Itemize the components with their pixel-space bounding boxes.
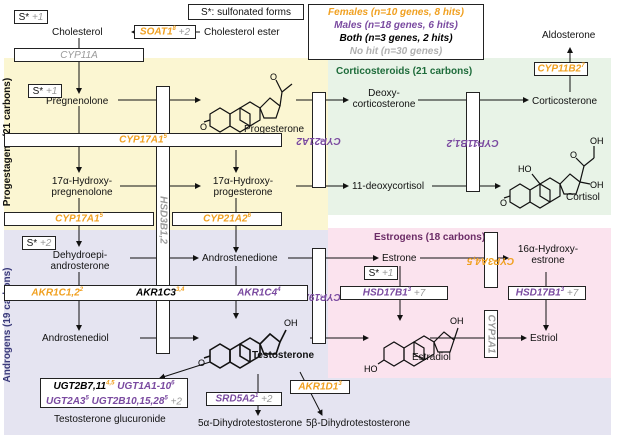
cholesterol: Cholesterol [52, 27, 103, 38]
sulf-box-pregnenolone: S* +1 [28, 84, 62, 98]
estrogens-label: Estrogens (18 carbons) [374, 232, 486, 243]
svg-text:O: O [570, 150, 577, 160]
svg-text:O: O [500, 198, 507, 208]
legend-nohit: No hit (n=30 genes) [349, 46, 443, 57]
soat1-box: SOAT18 +2 [134, 25, 196, 39]
testosterone-glucuronide: Testosterone glucuronide [54, 414, 166, 425]
ugt-box: UGT2B7,114,5 UGT1A1-106 UGT2A35 UGT2B10,… [40, 378, 188, 408]
svg-text:HO: HO [518, 164, 532, 174]
deoxycorticosterone: Deoxy-corticosterone [352, 88, 416, 110]
corticosteroids-label: Corticosteroids (21 carbons) [336, 66, 473, 77]
legend-both: Both (n=3 genes, 2 hits) [339, 33, 453, 44]
akr1c3-label: AKR1C33,4 [135, 287, 185, 299]
hsd17b1-box-a: HSD17B13 +7 [340, 286, 448, 300]
svg-text:O: O [200, 122, 207, 132]
sulf-box-dhea: S* +2 [22, 236, 56, 250]
akr1c12-label: AKR1C1,22 [31, 287, 84, 299]
cholesterol-ester: Cholesterol ester [204, 27, 280, 38]
svg-text:OH: OH [590, 180, 604, 190]
svg-text:O: O [198, 358, 205, 368]
srd5a2-box: SRD5A21 +2 [206, 392, 282, 406]
estrogens-region [328, 228, 611, 378]
corticosterone: Corticosterone [532, 96, 598, 107]
legend-males: Males (n=18 genes, 6 hits) [334, 20, 458, 31]
svg-text:HO: HO [364, 364, 378, 374]
cyp21a2-box-lower: CYP21A26 [172, 212, 282, 226]
hydroxyestrone: 16α-Hydroxy-estrone [517, 244, 579, 266]
androgens-region-low [328, 378, 611, 435]
cortisol: Cortisol [566, 192, 600, 203]
pregnenolone: Pregnenolone [46, 96, 109, 107]
ugt-line-1: UGT2B7,114,5 UGT1A1-106 [53, 380, 175, 392]
hsd17b1-box-b: HSD17B13 +7 [508, 286, 586, 300]
estriol: Estriol [530, 333, 558, 344]
aldosterone: Aldosterone [542, 30, 596, 41]
estradiol-structure: HO OH [364, 316, 464, 374]
svg-text:O: O [270, 72, 277, 82]
svg-text:OH: OH [284, 318, 298, 328]
dht-5b: 5β-Dihydrotestosterone [306, 418, 411, 429]
ugt-line-2: UGT2A35 UGT2B10,15,285 +2 [46, 396, 182, 408]
sulf-box-estrone: S* +1 [364, 266, 398, 280]
cortisol-structure: O HO O OH OH [500, 136, 604, 209]
deoxycortisol: 11-deoxycortisol [352, 181, 425, 192]
hsd3b12-box: HSD3B1,2 [156, 86, 170, 354]
akr1d1-box: AKR1D13 [290, 380, 350, 394]
androstenedione: Androstenedione [202, 253, 278, 264]
androstenediol: Androstenediol [42, 333, 109, 344]
estradiol: Estradiol [412, 352, 451, 363]
sulf-box-cholesterol: S* +1 [14, 10, 48, 24]
cyp17a1-box-lower: CYP17A15 [4, 212, 154, 226]
hydroxyprogesterone: 17α-Hydroxy-progesterone [212, 176, 274, 198]
legend-box: Females (n=10 genes, 8 hits) Males (n=18… [308, 4, 484, 60]
testosterone-structure: O OH [198, 318, 298, 369]
hydroxypregnenolone: 17α-Hydroxy-pregnenolone [51, 176, 113, 198]
legend-sulfonated: S*: sulfonated forms [188, 4, 304, 20]
akr-row-box: AKR1C1,22 AKR1C33,4 AKR1C44 [4, 285, 308, 301]
progesterone-structure: O O [200, 72, 293, 133]
estrone: Estrone [382, 253, 417, 264]
dhea: Dehydroepi-androsterone [50, 250, 110, 272]
cyp17a1-box-upper: CYP17A15 [4, 133, 282, 147]
akr1c4-label: AKR1C44 [237, 287, 281, 299]
cyp11a-box: CYP11A [14, 48, 144, 62]
svg-text:OH: OH [590, 136, 604, 146]
dht-5a: 5α-Dihydrotestosterone [198, 418, 303, 429]
svg-text:OH: OH [450, 316, 464, 326]
testosterone: Testosterone [252, 350, 315, 361]
progesterone: Progesterone [244, 124, 305, 135]
cyp1a1-box: CYP1A1 [484, 310, 498, 358]
legend-females: Females (n=10 genes, 8 hits) [328, 7, 464, 18]
cyp11b2-box: CYP11B27 [534, 62, 588, 76]
